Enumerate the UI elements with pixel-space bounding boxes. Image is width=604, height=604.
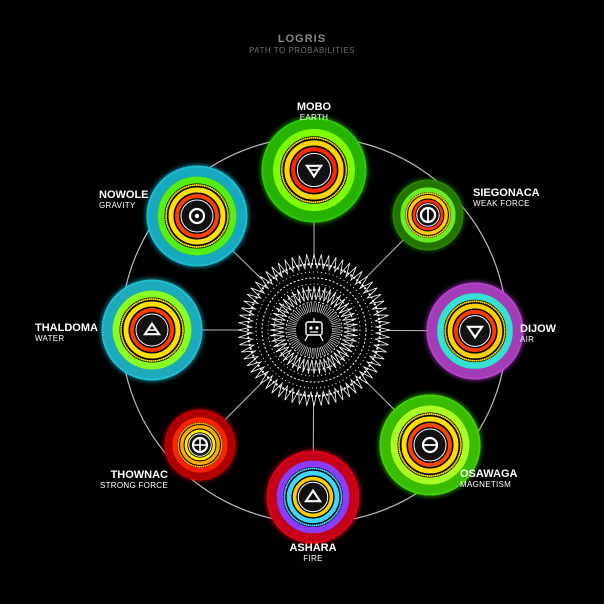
circle-cross-icon <box>191 436 209 454</box>
node-element: FIRE <box>303 554 323 563</box>
label-mobo: MOBO EARTH <box>297 101 331 123</box>
page-subtitle: PATH TO PROBABILITIES <box>249 46 355 55</box>
label-siegonaca: SIEGONACA WEAK FORCE <box>473 187 540 209</box>
label-dijow: DIJOW AIR <box>520 323 556 345</box>
node-name: ASHARA <box>289 542 337 554</box>
hub-emblem-icon <box>299 315 329 345</box>
circle-horizontal-icon <box>421 436 439 454</box>
node-element: MAGNETISM <box>460 480 512 489</box>
node-element: WATER <box>35 334 65 343</box>
circle-vertical-icon <box>419 206 437 224</box>
node-nowole <box>146 165 248 267</box>
node-mobo <box>261 117 367 223</box>
triangle-down-bar-icon <box>304 164 324 179</box>
label-thaldoma: THALDOMA WATER <box>35 322 98 344</box>
node-element: AIR <box>520 335 535 344</box>
node-name: DIJOW <box>520 323 557 335</box>
element-nodes <box>101 117 524 544</box>
node-name: THALDOMA <box>35 322 98 334</box>
circle-dot-icon <box>188 207 206 225</box>
node-name: MOBO <box>296 101 332 113</box>
node-name: NOWOLE <box>99 189 149 201</box>
node-thaldoma <box>101 279 203 381</box>
label-ashara: ASHARA FIRE <box>289 542 336 564</box>
node-thownac <box>164 409 236 481</box>
node-name: OSAWAGA <box>460 468 518 480</box>
node-dijow <box>426 282 524 380</box>
node-element: GRAVITY <box>99 201 136 210</box>
triangle-down-icon <box>465 325 485 340</box>
node-siegonaca <box>392 179 464 251</box>
page-title: LOGRIS <box>277 33 327 45</box>
triangle-up-icon <box>303 488 323 503</box>
label-thownac: THOWNAC STRONG FORCE <box>100 469 168 491</box>
node-element: EARTH <box>299 113 329 122</box>
node-osawaga <box>379 394 481 496</box>
node-element: STRONG FORCE <box>99 481 168 490</box>
node-element: WEAK FORCE <box>473 199 530 208</box>
node-name: SIEGONACA <box>473 187 540 199</box>
node-ashara <box>266 450 360 544</box>
central-hub <box>237 253 391 407</box>
label-osawaga: OSAWAGA MAGNETISM <box>460 468 517 490</box>
node-name: THOWNAC <box>110 469 168 481</box>
triangle-up-bar-icon <box>142 321 162 336</box>
label-nowole: NOWOLE GRAVITY <box>99 189 149 211</box>
